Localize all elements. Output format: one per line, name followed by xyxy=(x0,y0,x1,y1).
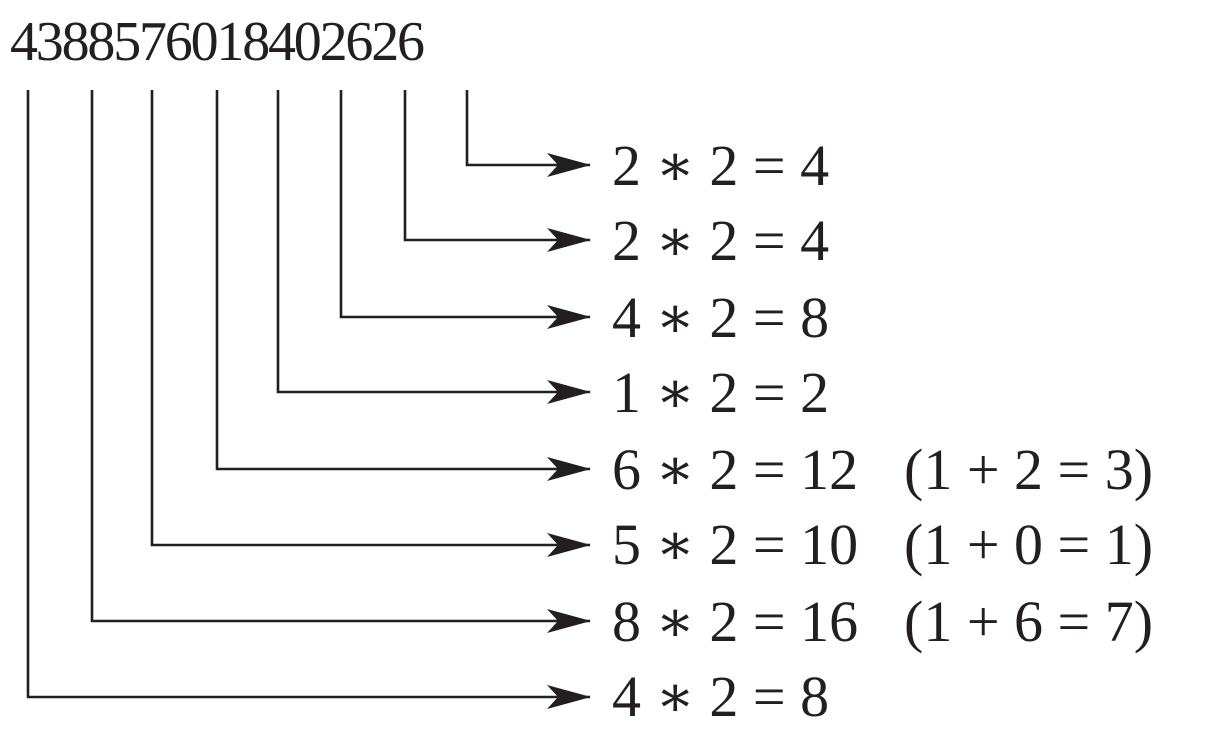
connector-arrow xyxy=(90,90,591,633)
step-row-1: 2 ∗ 2 = 4 xyxy=(612,130,829,202)
connector-arrow xyxy=(26,90,591,709)
card-number: 4388576018402626 xyxy=(10,11,425,73)
digit-sum: (1 + 6 = 7) xyxy=(904,589,1154,654)
doubling-equation: 4 ∗ 2 = 8 xyxy=(612,285,830,350)
doubling-equation: 1 ∗ 2 = 2 xyxy=(612,360,830,425)
digit-sum: (1 + 0 = 1) xyxy=(904,512,1154,577)
step-row-8: 4 ∗ 2 = 8 xyxy=(612,661,829,733)
doubling-equation: 6 ∗ 2 = 12 xyxy=(612,437,859,502)
connector-arrow xyxy=(276,90,591,404)
doubling-equation: 8 ∗ 2 = 16 xyxy=(612,589,859,654)
connector-arrow xyxy=(150,90,591,557)
step-row-5: 6 ∗ 2 = 12 (1 + 2 = 3) xyxy=(612,434,1153,506)
connector-arrow xyxy=(339,90,591,329)
doubling-equation: 5 ∗ 2 = 10 xyxy=(612,512,859,577)
digit-sum: (1 + 2 = 3) xyxy=(904,437,1154,502)
doubling-equation: 2 ∗ 2 = 4 xyxy=(612,133,830,198)
step-row-2: 2 ∗ 2 = 4 xyxy=(612,205,829,277)
doubling-equation: 4 ∗ 2 = 8 xyxy=(612,664,830,729)
step-row-3: 4 ∗ 2 = 8 xyxy=(612,282,829,354)
step-row-4: 1 ∗ 2 = 2 xyxy=(612,357,829,429)
connector-arrow xyxy=(465,90,591,177)
connector-arrow xyxy=(215,90,591,481)
doubling-equation: 2 ∗ 2 = 4 xyxy=(612,208,830,273)
connector-arrow xyxy=(403,90,591,252)
step-row-6: 5 ∗ 2 = 10 (1 + 0 = 1) xyxy=(612,509,1153,581)
step-row-7: 8 ∗ 2 = 16 (1 + 6 = 7) xyxy=(612,586,1153,658)
